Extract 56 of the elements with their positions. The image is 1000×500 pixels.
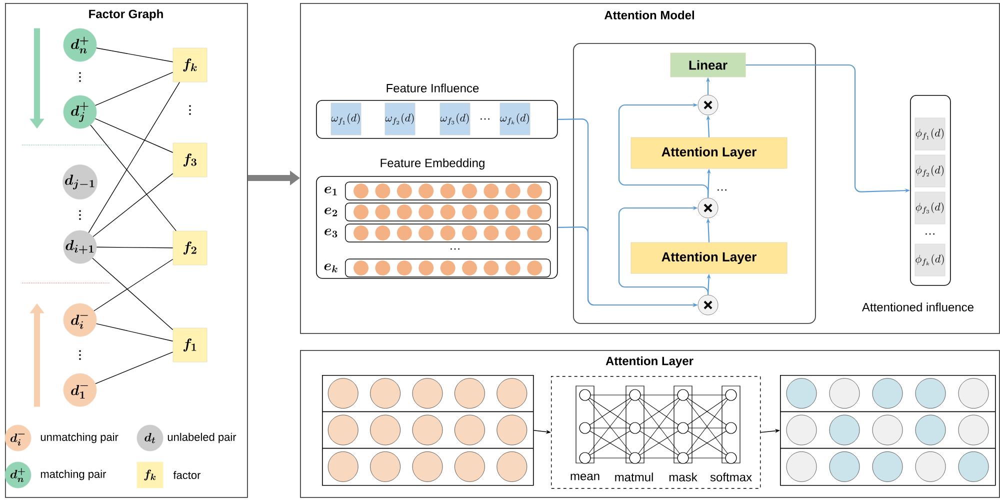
formula-cell: $\omega_{f_1}(d)$ <box>330 102 362 136</box>
row-label: $e_{1}$ <box>324 186 337 196</box>
formula-cell: $\phi_{f_2}(d)$ <box>914 154 946 188</box>
panel-title: Attention Model <box>604 10 694 20</box>
column-label: softmax <box>710 472 752 482</box>
ellipsis: … <box>926 233 934 235</box>
box-heading: Feature Influence <box>386 84 479 92</box>
column-label: mean <box>570 474 600 480</box>
legend-text: factor <box>173 470 201 480</box>
formula-cell: $\omega_{f_k}(d)$ <box>500 102 530 136</box>
factor-box: $f_{3}$ <box>172 142 208 178</box>
layer-box: Attention Layer <box>630 242 788 274</box>
panel-title: Factor Graph <box>89 9 163 21</box>
ellipsis: … <box>450 248 460 250</box>
connector-line <box>92 173 174 237</box>
formula-cell: $\omega_{f_2}(d)$ <box>384 102 416 136</box>
legend-text: unmatching pair <box>40 432 118 444</box>
connector-line <box>95 352 174 384</box>
connector-line <box>94 118 174 153</box>
arrow <box>618 206 709 295</box>
factor-box: $f_{1}$ <box>172 328 208 362</box>
connector-line <box>96 323 174 342</box>
connector-line <box>95 72 174 106</box>
legend-text: matching pair <box>40 470 106 480</box>
formula-cell: $\phi_{f_k}(d)$ <box>914 244 946 276</box>
formula-cell: $\phi_{f_1}(d)$ <box>914 118 946 150</box>
factor-box: $f_{k}$ <box>172 48 208 82</box>
connector-line <box>90 124 176 232</box>
connector-line <box>88 82 180 234</box>
row-label: $e_{k}$ <box>324 264 338 272</box>
row-label: $e_{2}$ <box>324 208 338 216</box>
column-label: mask <box>669 472 698 482</box>
row-label: $e_{3}$ <box>324 228 338 238</box>
formula-cell: $\phi_{f_3}(d)$ <box>914 192 946 224</box>
feature-grid <box>780 375 996 486</box>
formula-cell: $\omega_{f_3}(d)$ <box>440 102 470 136</box>
panel-title: Attention Layer <box>606 356 694 368</box>
module-box <box>573 43 816 324</box>
column-label: matmul <box>615 472 653 482</box>
multiply-symbol <box>698 198 718 218</box>
connector-line <box>96 246 174 248</box>
connector-line <box>94 258 174 312</box>
factor-box: $f_{2}$ <box>172 230 208 266</box>
multiply-symbol <box>698 94 718 116</box>
connector-line <box>96 48 174 62</box>
layer-box: Attention Layer <box>630 137 788 169</box>
connector-line <box>92 258 174 330</box>
ellipsis: … <box>480 118 490 120</box>
layer-box: Linear <box>670 52 746 78</box>
column-caption: Attentioned influence <box>862 302 974 312</box>
arrow <box>618 102 709 198</box>
box-heading: Feature Embedding <box>380 158 484 170</box>
multiply-symbol <box>698 294 718 316</box>
legend-text: unlabeled pair <box>168 432 236 444</box>
feature-grid <box>322 375 534 486</box>
ellipsis: … <box>718 189 726 191</box>
